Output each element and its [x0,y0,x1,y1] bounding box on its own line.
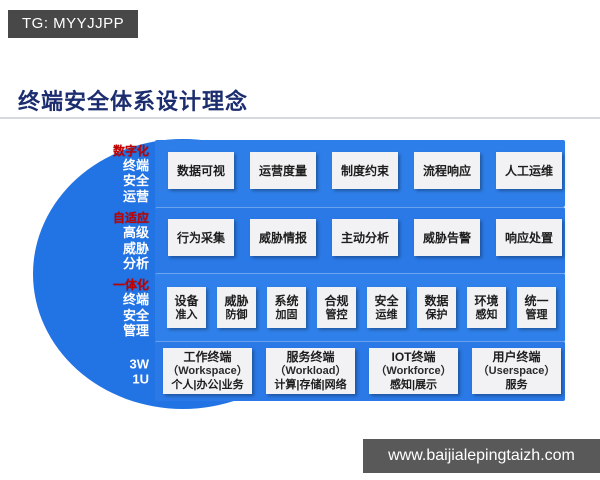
item-box: 数据可视 [168,152,234,189]
item-box-line: 准入 [175,308,198,321]
item-box: 用户终端（Userspace） 服务 [472,348,561,394]
item-box-line: 人工运维 [504,163,553,178]
band-label-line: 管理 [122,322,149,338]
band-tag: 数字化 [112,143,149,158]
item-box-line: IOT终端 [391,350,436,364]
item-box-line: （Workload） [274,365,347,377]
item-box: 工作终端（Workspace） 个人|办公|业务 [163,348,252,394]
item-box-line: 管控 [325,308,348,321]
item-box: 威胁情报 [250,219,316,256]
item-box: 制度约束 [332,152,398,189]
item-box-line: 加固 [275,308,298,321]
item-box: 安全运维 [367,287,406,328]
item-box-line: 运维 [375,308,398,321]
page-title: 终端安全体系设计理念 [18,89,249,114]
item-box: 行为采集 [168,219,234,256]
box-row: 设备准入威胁防御系统加固合规管控安全运维数据保护环境感知统一管理 [167,287,556,328]
item-box-line: 保护 [425,308,448,321]
item-box-line: 响应处置 [504,230,553,245]
item-box: IOT终端（Workforce） 感知|展示 [369,348,458,394]
item-box: 统一管理 [517,287,556,328]
item-box-line: 威胁告警 [422,230,471,245]
item-box-line: 数据可视 [176,163,225,178]
item-box-line: （Workspace） [167,365,248,377]
band-label-line: 终端 [122,157,149,173]
band-label: 自适应高级威胁分析 [89,211,149,272]
item-box: 数据保护 [417,287,456,328]
item-box-line: 流程响应 [422,163,471,178]
item-box-line: 防御 [225,308,248,321]
item-box: 主动分析 [332,219,398,256]
item-box-line: 威胁 [224,293,249,308]
tg-badge: TG: MYYJJPP [8,10,139,38]
item-box-line: 服务 [505,379,528,391]
box-row: 工作终端（Workspace） 个人|办公|业务 服务终端（Workload） 计算|… [163,348,561,394]
item-box: 设备准入 [167,287,206,328]
band-label-line: 3W [129,356,150,371]
item-box: 环境感知 [467,287,506,328]
item-box: 运营度量 [250,152,316,189]
band-digital-security-operation: 数字化终端安全运营 数据可视 运营度量 制度约束 流程响应 人工运维 [113,140,565,207]
item-box: 流程响应 [414,152,480,189]
item-box-line: 管理 [525,308,548,321]
item-box-line: 环境 [474,293,499,308]
band-label-line: 终端 [122,291,149,307]
item-box-line: 计算|存储|网络 [274,379,347,391]
item-box: 服务终端（Workload） 计算|存储|网络 [266,348,355,394]
item-box: 威胁防御 [217,287,256,328]
item-box-line: 用户终端 [492,350,541,364]
band-label-line: 安全 [122,172,149,188]
item-box: 响应处置 [496,219,562,256]
band-label-line: 分析 [122,255,149,271]
item-box-line: 威胁情报 [258,230,307,245]
band-label-line: 威胁 [122,240,149,256]
item-box-line: 个人|办公|业务 [171,379,244,391]
item-box-line: 安全 [374,293,399,308]
band-tag: 一体化 [112,277,149,292]
band-adaptive-threat-analysis: 自适应高级威胁分析 行为采集 威胁情报 主动分析 威胁告警 响应处置 [113,207,565,274]
item-box-line: 数据 [424,293,449,308]
band-label-line: 运营 [122,188,149,204]
band-label-line: 1U [132,371,149,387]
item-box-line: （Workforce） [375,365,452,377]
band-integrated-terminal-management: 一体化终端安全管理 设备准入威胁防御系统加固合规管控安全运维数据保护环境感知统一… [113,273,565,342]
band-label-line: 安全 [122,307,149,323]
band-tag: 自适应 [112,210,149,225]
item-box-line: 服务终端 [286,350,335,364]
item-box-line: 系统 [274,293,299,308]
item-box-line: 行为采集 [176,230,225,245]
item-box-line: 合规 [324,293,349,308]
item-box-line: 统一 [524,293,549,308]
band-label: 一体化终端安全管理 [89,278,149,339]
item-box-line: 主动分析 [340,230,389,245]
item-box-line: 工作终端 [183,350,232,364]
item-box: 合规管控 [317,287,356,328]
item-box-line: 设备 [174,293,199,308]
item-box-line: 感知 [475,308,498,321]
watermark-bar: www.baijialepingtaizh.com [363,439,600,473]
item-box-line: 运营度量 [258,163,307,178]
item-box-line: 制度约束 [340,163,389,178]
box-row: 数据可视 运营度量 制度约束 流程响应 人工运维 [168,152,562,189]
watermark-text: www.baijialepingtaizh.com [388,447,575,464]
item-box: 系统加固 [267,287,306,328]
item-box-line: 感知|展示 [389,379,438,391]
box-row: 行为采集 威胁情报 主动分析 威胁告警 响应处置 [168,219,562,256]
item-box-line: （Userspace） [477,365,556,377]
item-box: 人工运维 [496,152,562,189]
item-box: 威胁告警 [414,219,480,256]
title-underline [0,117,600,119]
band-label: 数字化终端安全运营 [89,143,149,204]
band-label-line: 高级 [122,224,149,240]
